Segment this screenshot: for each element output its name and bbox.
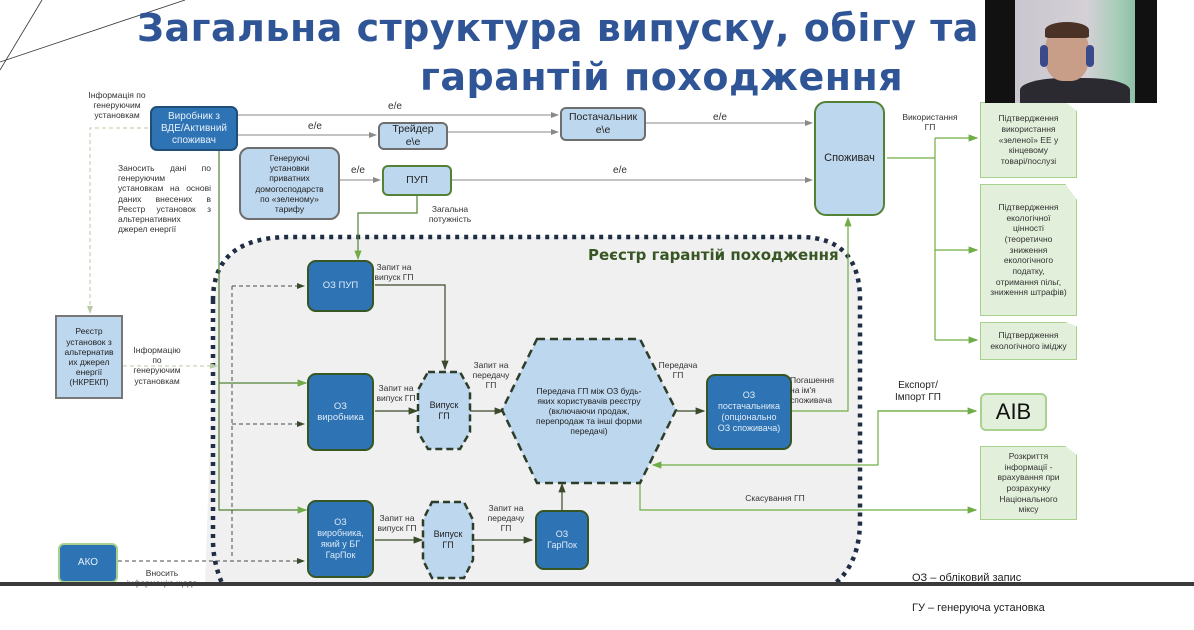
label-req-transfer-2: Запит на передачу ГП	[487, 503, 525, 534]
label-info-gen: Інформація по генеруючим установкам	[88, 90, 146, 121]
note-disclosure: Розкриття інформації - врахування при ро…	[980, 446, 1077, 520]
issue-label-1: Випуск ГП	[429, 399, 459, 421]
slide: Загальна структура випуску, обігу та пог…	[0, 0, 1194, 614]
legend-gu: ГУ – генеруюча установка	[912, 601, 1045, 614]
label-usage-gp: Використання ГП	[902, 112, 958, 133]
label-ee-5: e/e	[613, 165, 627, 176]
slide-title-line1: Загальна структура випуску, обігу та пог	[137, 6, 1067, 50]
label-total-capacity: Загальна потужність	[428, 204, 472, 225]
aib-node: AIB	[980, 393, 1047, 431]
label-ee-3: e/e	[713, 112, 727, 123]
label-req-issue-3: Запит на випуск ГП	[377, 513, 417, 534]
arrow-pup-ozpup	[354, 196, 418, 261]
label-enters-data: Заносить дані по генеруючим установкам н…	[118, 163, 211, 235]
label-transfer-gp: Передача ГП	[658, 360, 698, 381]
oz-supplier-node: ОЗ постачальника (опціонально ОЗ спожива…	[706, 374, 792, 450]
note-green-use: Підтвердження використання «зеленої» ЕЕ …	[980, 102, 1077, 178]
consumer-node: Споживач	[814, 101, 885, 216]
legend: ОЗ – обліковий запис ГУ – генеруюча уста…	[912, 556, 1045, 630]
issue-label-2: Випуск ГП	[433, 529, 463, 550]
transfer-hexagon-label: Передача ГП між ОЗ будь- яких користувач…	[536, 385, 642, 437]
pup-node: ПУП	[382, 165, 452, 196]
label-info-gen-2: Інформацію по генеруючим установкам	[133, 345, 181, 386]
oz-producer-bg-node: ОЗ виробника, який у БГ ГарПок	[307, 500, 374, 578]
transfer-hexagon	[500, 337, 678, 485]
trader-node: Трейдер e\e	[378, 122, 448, 150]
webcam-video	[985, 0, 1157, 103]
slide-title-line2: гарантій походження	[420, 55, 904, 99]
label-req-issue-1: Запит на випуск ГП	[374, 262, 414, 283]
supplier-node: Постачальник e\e	[560, 107, 646, 141]
headphones-icon	[1040, 45, 1048, 67]
issue-shape-2	[421, 500, 475, 580]
registry-title: Реєстр гарантій походження	[588, 246, 839, 264]
connectors	[87, 112, 979, 580]
legend-oz: ОЗ – обліковий запис	[912, 571, 1022, 584]
households-node: Генеруючі установки приватних домогоспод…	[239, 147, 340, 220]
bottom-divider	[0, 582, 1194, 586]
label-redemption: Погашення на ім'я споживача	[790, 375, 835, 406]
oz-garpok-node: ОЗ ГарПок	[535, 510, 589, 570]
label-ee-1: e/e	[388, 101, 402, 112]
label-req-transfer-1: Запит на передачу ГП	[472, 360, 510, 391]
label-ee-2: e/e	[308, 121, 322, 132]
oz-pup-node: ОЗ ПУП	[307, 260, 374, 312]
ako-node: АКО	[58, 543, 118, 583]
producer-node: Виробник з ВДЕ/Активний споживач	[150, 106, 238, 151]
label-req-issue-2: Запит на випуск ГП	[376, 383, 416, 404]
res-registry-node: Реєстр установок з альтернатив их джерел…	[55, 315, 123, 399]
oz-producer-node: ОЗ виробника	[307, 373, 374, 451]
label-cancel-gp: Скасування ГП	[745, 493, 805, 503]
note-eco-image: Підтвердження екологічного іміджу	[980, 322, 1077, 360]
decorative-lines	[0, 0, 186, 71]
label-ee-4: e/e	[351, 165, 365, 176]
label-export-import: Експорт/ Імпорт ГП	[895, 380, 941, 403]
issue-shape-1	[416, 370, 472, 451]
note-eco-value: Підтвердження екологічної цінності (теор…	[980, 184, 1077, 316]
